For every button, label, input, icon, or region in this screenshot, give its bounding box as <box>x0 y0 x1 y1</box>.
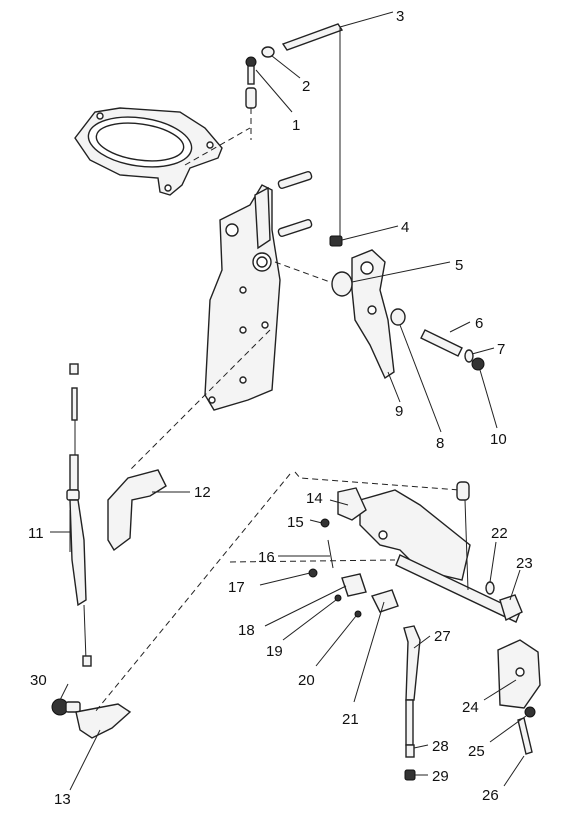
callout-23: 23 <box>516 555 533 572</box>
bracket-part-13 <box>75 703 132 739</box>
screw-part-17 <box>308 568 318 578</box>
screw-part-20 <box>354 610 362 618</box>
throttle-cable <box>66 363 92 667</box>
plate-part-24 <box>497 639 541 709</box>
callout-29: 29 <box>432 768 449 785</box>
small-bolt-part-15 <box>320 518 330 528</box>
callout-5: 5 <box>455 257 463 274</box>
nut-part-10 <box>471 357 485 371</box>
callout-8: 8 <box>436 435 444 452</box>
callout-25: 25 <box>468 743 485 760</box>
callout-17: 17 <box>228 579 245 596</box>
mounting-plate <box>204 184 281 411</box>
callout-30: 30 <box>30 672 47 689</box>
callout-11: 11 <box>28 525 44 542</box>
throttle-lever <box>351 249 395 380</box>
spring-part-28 <box>405 744 415 758</box>
callout-9: 9 <box>395 403 403 420</box>
callout-18: 18 <box>238 622 255 639</box>
lower-linkage-body <box>359 489 521 623</box>
callout-20: 20 <box>298 672 315 689</box>
nut-part-4 <box>329 235 343 247</box>
lever-part-23 <box>499 594 523 621</box>
pin-top-lower <box>456 481 470 591</box>
callout-22: 22 <box>491 525 508 542</box>
pin-part-1 <box>245 56 257 109</box>
callout-7: 7 <box>497 341 505 358</box>
callout-10: 10 <box>490 431 507 448</box>
callout-3: 3 <box>396 8 404 25</box>
shaft-part-6 <box>420 329 463 357</box>
washer-part-7 <box>464 349 474 363</box>
bracket-part-14 <box>337 487 367 521</box>
callout-12: 12 <box>194 484 211 501</box>
bushing-part-8 <box>390 308 406 326</box>
washer-part-2 <box>261 46 275 58</box>
callout-16: 16 <box>258 549 275 566</box>
callout-24: 24 <box>462 699 479 716</box>
callout-28: 28 <box>432 738 449 755</box>
washer-part-5 <box>331 271 353 297</box>
callout-14: 14 <box>306 490 323 507</box>
callout-15: 15 <box>287 514 304 531</box>
cable-bracket-part-12 <box>107 469 167 552</box>
callout-21: 21 <box>342 711 359 728</box>
rod-part-27 <box>403 625 421 746</box>
clip-part-22 <box>485 581 495 595</box>
callout-19: 19 <box>266 643 283 660</box>
bolt-part-26 <box>517 717 533 755</box>
callout-13: 13 <box>54 791 71 808</box>
nut-part-25 <box>524 706 536 718</box>
plate-bolts <box>277 171 313 237</box>
callout-labels: 1 2 3 4 5 6 7 8 9 10 11 12 13 14 15 16 1… <box>28 8 533 808</box>
callout-26: 26 <box>482 787 499 804</box>
ring-bracket <box>74 107 223 196</box>
callout-27: 27 <box>434 628 451 645</box>
bracket-part-18 <box>341 573 367 597</box>
screw-part-19 <box>334 594 342 602</box>
leader-lines <box>50 11 527 791</box>
nut-part-29 <box>404 769 416 781</box>
spring-clip-part-16 <box>327 539 334 569</box>
knob-part-30 <box>51 698 81 716</box>
callout-6: 6 <box>475 315 483 332</box>
rod-part-3 <box>281 23 344 240</box>
callout-4: 4 <box>401 219 409 236</box>
callout-1: 1 <box>292 117 300 134</box>
bracket-part-21 <box>371 589 399 613</box>
callout-2: 2 <box>302 78 310 95</box>
